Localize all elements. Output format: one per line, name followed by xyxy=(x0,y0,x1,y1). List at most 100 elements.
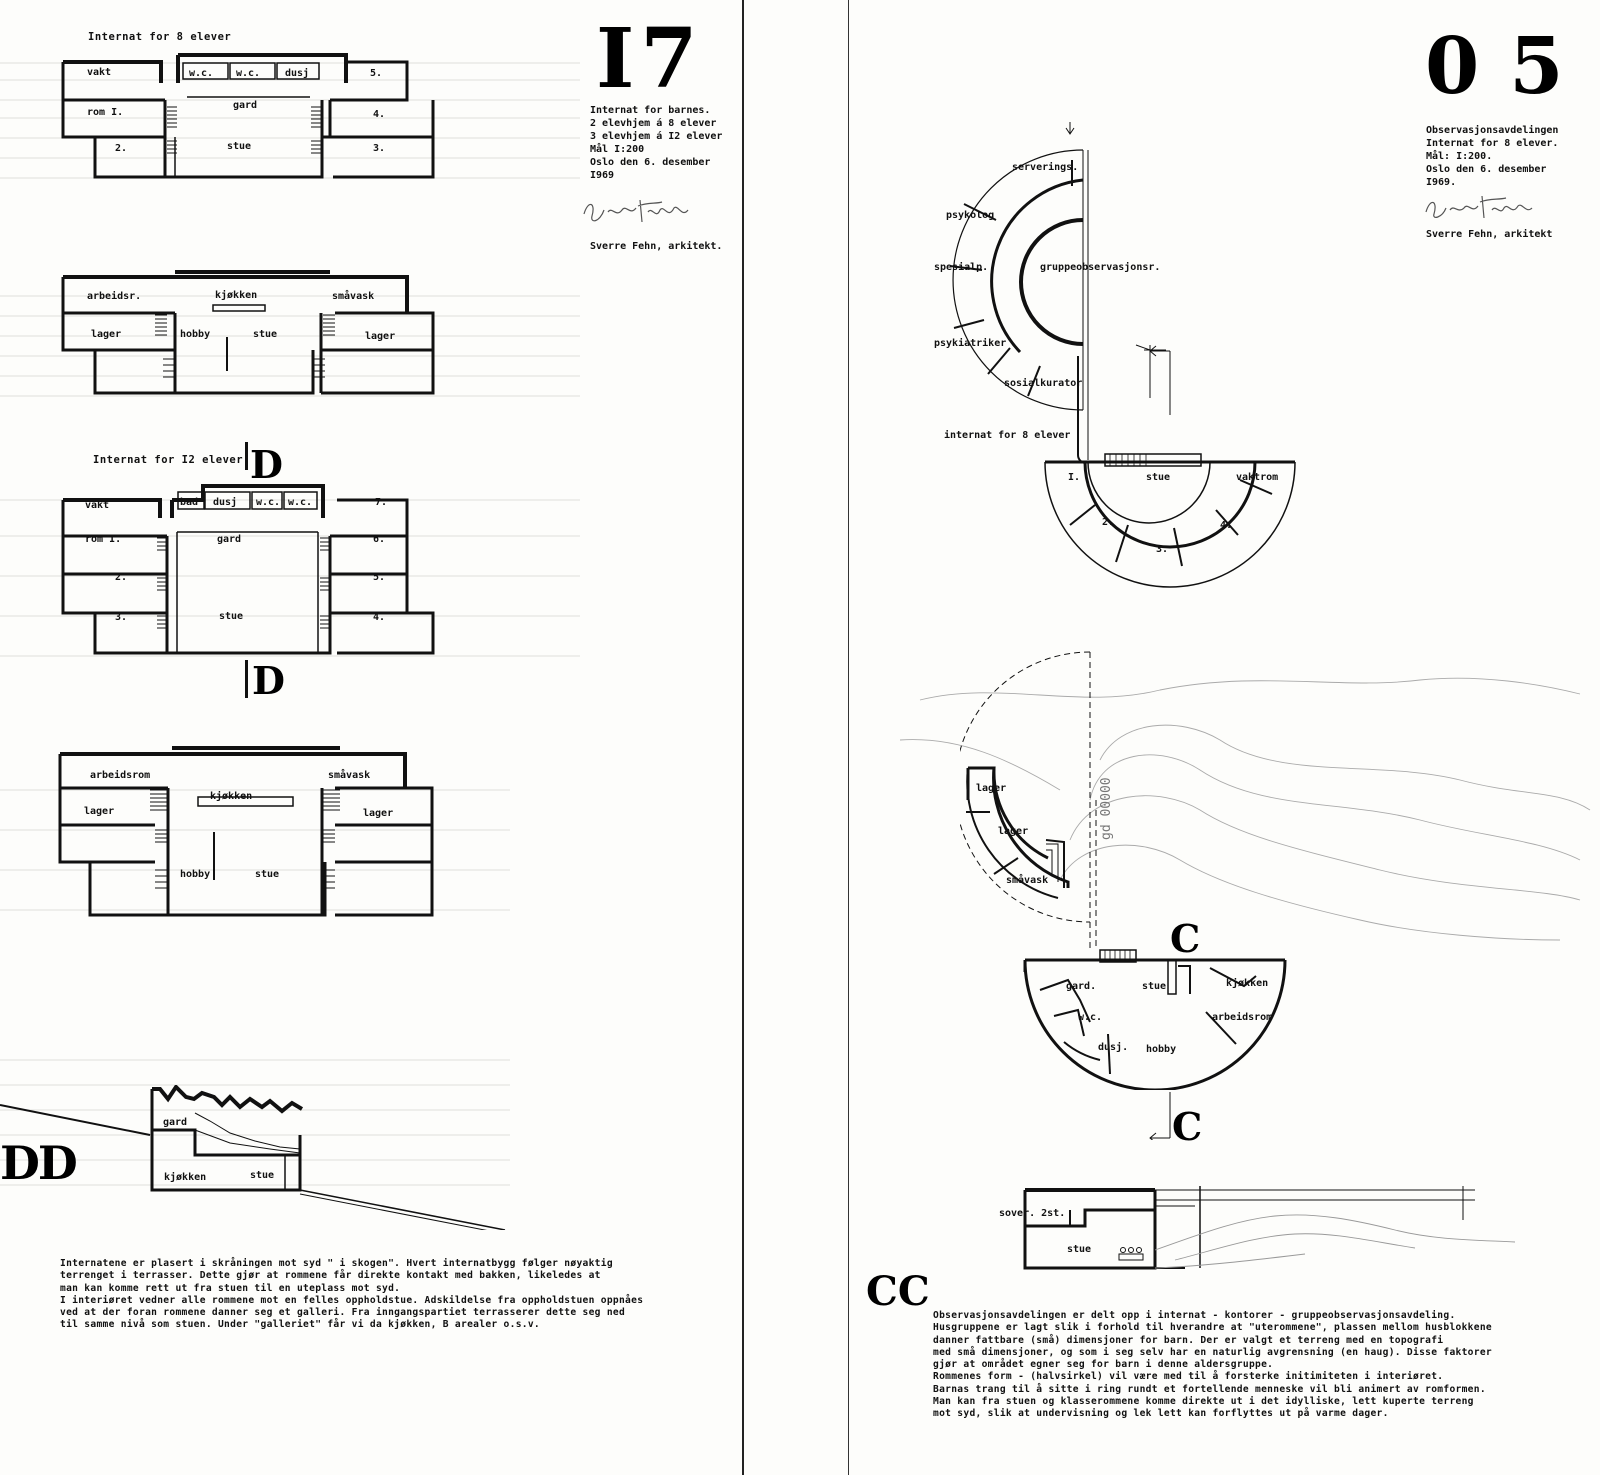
plan-c-room-label: 4. xyxy=(373,612,385,623)
section-marker-c-top: C xyxy=(1170,916,1201,961)
left-title-line-4: Mål I:200 xyxy=(590,144,645,155)
plan-d-room-label: arbeidsrom xyxy=(90,769,150,781)
lower-plan-room-label: gard. xyxy=(1066,981,1096,992)
plan-a-room-label: w.c. xyxy=(189,68,213,79)
right-title-line-3: Mål: I:200. xyxy=(1426,151,1493,162)
lower-plan-room-label: lager xyxy=(998,826,1028,837)
plan-a-room-label: dusj xyxy=(285,67,309,79)
right-description-line: Man kan fra stuen og klasserommene komme… xyxy=(933,1396,1474,1408)
upper-plan-room-label: 4. xyxy=(1220,520,1232,531)
plan-c-drawing: vakt bad dusj w.c. w.c. 7. rom I. gard 6… xyxy=(61,484,435,655)
upper-plan-drawing: serverings. psykolog spesialp. gruppeobs… xyxy=(934,122,1296,588)
upper-plan-room-label: serverings. xyxy=(1012,161,1078,173)
plan-d-room-label: kjøkken xyxy=(210,790,252,802)
left-description-line: man kan komme rett ut fra stuen til en u… xyxy=(60,1282,401,1294)
upper-plan-room-label: psykiatriker xyxy=(934,337,1006,349)
section-dd-room-label: kjøkken xyxy=(164,1171,206,1183)
left-description-line: Internatene er plasert i skråningen mot … xyxy=(60,1258,613,1269)
upper-plan-room-label: psykolog xyxy=(946,210,994,221)
right-title-line-1: Observasjonsavdelingen xyxy=(1426,125,1559,136)
plan-b-room-label: lager xyxy=(365,331,395,342)
left-title-line-1: Internat for barnes. xyxy=(590,105,711,116)
right-title-line-5: I969. xyxy=(1426,177,1457,188)
plan-d-room-label: lager xyxy=(84,806,114,817)
right-description-line: Husgruppene er lagt slik i forhold til h… xyxy=(933,1322,1492,1334)
left-sheet-number: I7 xyxy=(596,11,704,107)
right-title-block: Observasjonsavdelingen Internat for 8 el… xyxy=(1426,124,1558,189)
left-description: Internatene er plasert i skråningen mot … xyxy=(60,1258,643,1332)
upper-plan-room-label: 2. xyxy=(1102,517,1114,528)
section-dd-room-label: stue xyxy=(250,1170,274,1181)
right-title-line-2: Internat for 8 elever. xyxy=(1426,138,1559,149)
svg-text:gd 00000: gd 00000 xyxy=(1099,777,1114,840)
plan-c-room-label: 6. xyxy=(373,534,385,545)
section-label-dd: DD xyxy=(0,1136,78,1190)
plan-c-room-label: w.c. xyxy=(288,497,312,508)
left-title-line-6: I969 xyxy=(590,170,615,181)
plan-d-room-label: hobby xyxy=(180,869,210,880)
left-description-line: til samme nivå som stuen. Under "galleri… xyxy=(60,1319,540,1331)
left-description-line: ved at der foran rommene danner seg et g… xyxy=(60,1307,626,1319)
plan-b-drawing: arbeidsr. kjøkken småvask lager hobby st… xyxy=(61,270,435,395)
plan-b-room-label: arbeidsr. xyxy=(87,290,141,302)
left-grid-lines xyxy=(0,62,580,1186)
lower-plan-drawing: lager lager småvask gard. stue kjøkken a… xyxy=(960,651,1287,1090)
plan-b-room-label: lager xyxy=(91,329,121,340)
plan-b-room-label: stue xyxy=(253,329,277,340)
plan-d-drawing: arbeidsrom småvask kjøkken lager lager h… xyxy=(58,746,434,917)
section-dd-drawing: gard kjøkken stue xyxy=(0,1085,506,1230)
section-line-d-bottom xyxy=(245,660,248,698)
plan-c-title: Internat for I2 elever xyxy=(93,454,244,466)
plan-a-room-label: 4. xyxy=(373,109,385,120)
plan-a-room-label: vakt xyxy=(87,67,111,78)
left-architect: Sverre Fehn, arkitekt. xyxy=(590,241,723,252)
section-c-arrow-icon xyxy=(1149,1092,1171,1140)
section-line-d-top xyxy=(245,442,248,470)
left-description-line: terrenget i terrasser. Dette gjør at rom… xyxy=(60,1270,601,1282)
plan-d-room-label: lager xyxy=(363,808,393,819)
right-sheet-border xyxy=(848,0,849,1475)
plan-b-room-label: småvask xyxy=(332,289,374,302)
plan-a-room-label: gard xyxy=(233,100,257,111)
plan-c-room-label: 2. xyxy=(115,572,127,583)
lower-plan-room-label: stue xyxy=(1142,981,1166,992)
upper-plan-room-label: vaktrom xyxy=(1236,472,1278,483)
plan-c-room-label: dusj xyxy=(213,496,237,508)
left-title-line-2: 2 elevhjem á 8 elever xyxy=(590,118,717,129)
lower-plan-room-label: småvask xyxy=(1006,873,1048,886)
plan-c-room-label: gard xyxy=(217,534,241,545)
plan-b-room-label: kjøkken xyxy=(215,289,257,301)
section-cc-room-label: stue xyxy=(1067,1244,1091,1255)
plan-a-room-label: 3. xyxy=(373,143,385,154)
left-sheet-border xyxy=(742,0,744,1475)
plan-c-room-label: vakt xyxy=(85,500,109,511)
left-signature xyxy=(583,199,689,223)
plan-c-room-label: 3. xyxy=(115,612,127,623)
lower-plan-room-label: arbeidsrom xyxy=(1212,1011,1272,1023)
upper-plan-room-label: internat for 8 elever xyxy=(944,429,1070,441)
plan-b-room-label: hobby xyxy=(180,329,210,340)
plan-d-room-label: småvask xyxy=(328,768,370,781)
right-signature xyxy=(1425,195,1533,219)
plan-c-room-label: bad xyxy=(180,497,198,508)
plan-a-room-label: 5. xyxy=(370,68,382,79)
upper-plan-room-label: sosialkurator xyxy=(1004,377,1082,389)
left-title-line-3: 3 elevhjem á I2 elever xyxy=(590,131,723,142)
section-marker-c-bottom: C xyxy=(1172,1104,1203,1149)
upper-plan-room-label: stue xyxy=(1146,472,1170,483)
left-title-line-5: Oslo den 6. desember xyxy=(590,157,711,168)
lower-plan-room-label: hobby xyxy=(1146,1044,1176,1055)
plan-a-room-label: rom I. xyxy=(87,107,123,118)
upper-plan-room-label: gruppeobservasjonsr. xyxy=(1040,261,1160,273)
plan-a-room-label: 2. xyxy=(115,143,127,154)
upper-plan-room-label: I. xyxy=(1068,472,1080,483)
section-marker-d-top: D xyxy=(250,442,283,487)
section-cc-drawing: sover. 2st. stue xyxy=(999,1186,1516,1270)
right-sheet-number: 05 xyxy=(1425,21,1594,112)
plan-a-drawing: vakt w.c. w.c. dusj 5. rom I. gard 4. 2.… xyxy=(61,53,435,179)
right-description-line: Rommenes form - (halvsirkel) vil være me… xyxy=(933,1371,1444,1383)
right-description-line: Barnas trang til å sitte i ring rundt et… xyxy=(933,1383,1486,1395)
left-title-block: Internat for barnes. 2 elevhjem á 8 elev… xyxy=(590,104,722,182)
plan-c-room-label: 5. xyxy=(373,572,385,583)
lower-plan-room-label: dusj. xyxy=(1098,1041,1128,1053)
